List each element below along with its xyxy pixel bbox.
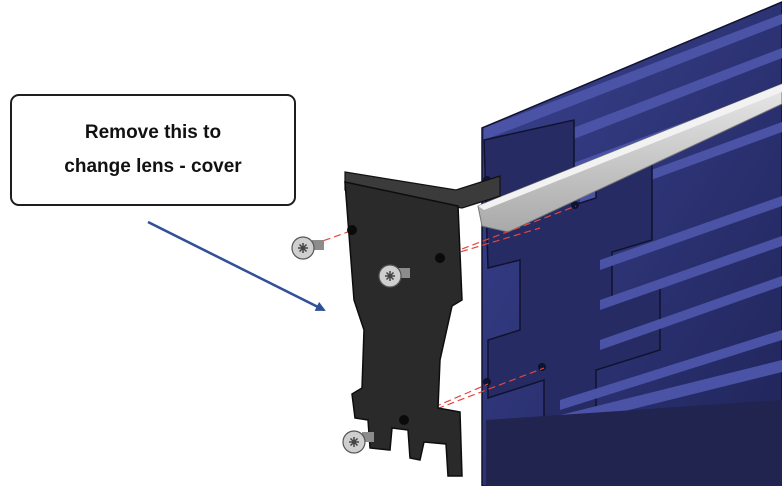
callout-arrow bbox=[147, 220, 326, 312]
callout-line-1: Remove this to bbox=[84, 122, 222, 143]
screw-icon bbox=[378, 264, 410, 288]
lens-strip bbox=[477, 83, 782, 233]
screw-icon bbox=[291, 236, 324, 260]
cover-plate bbox=[344, 171, 501, 477]
aluminum-extrusion bbox=[481, 1, 782, 486]
callout-box: Remove this to change lens - cover bbox=[10, 94, 296, 206]
screw-icon bbox=[342, 430, 374, 454]
callout-line-2: change lens - cover bbox=[64, 156, 242, 177]
